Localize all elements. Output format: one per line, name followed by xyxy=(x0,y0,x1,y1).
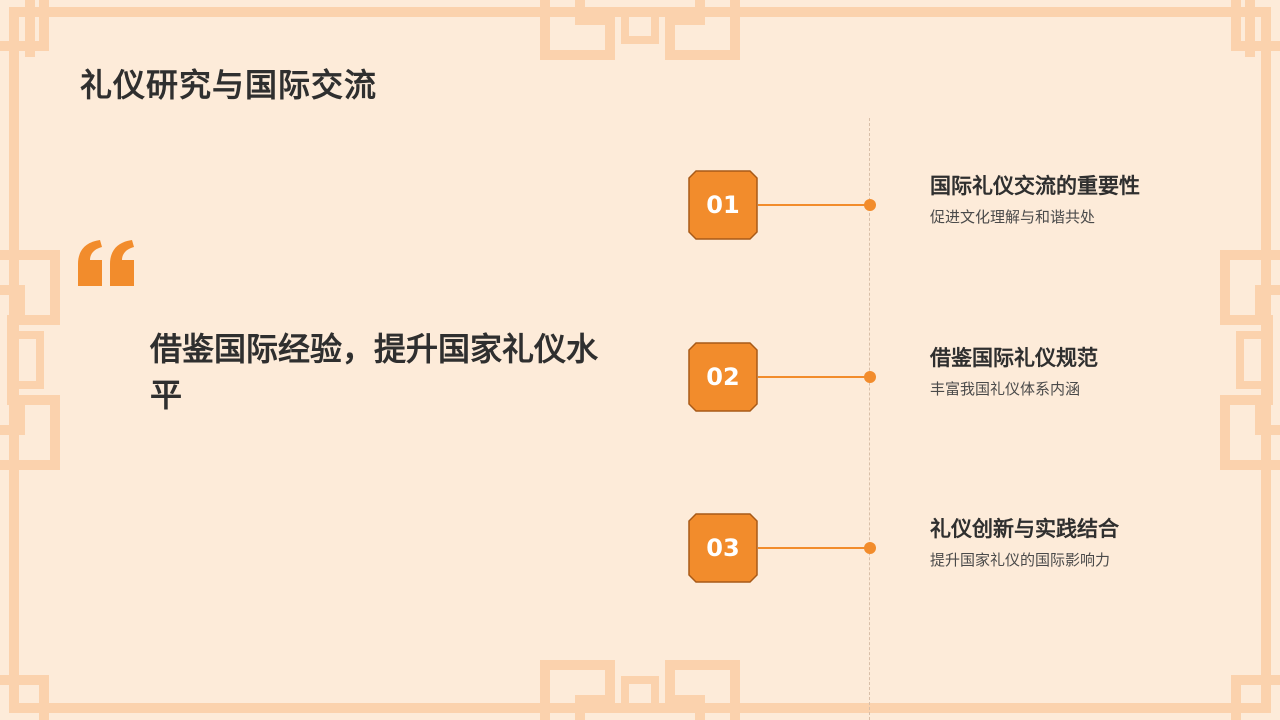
connector-line xyxy=(758,547,868,549)
quote-mark-icon xyxy=(78,240,134,286)
item-title: 国际礼仪交流的重要性 xyxy=(930,174,1140,198)
timeline-divider xyxy=(869,118,870,720)
number-badge: 01 xyxy=(688,170,758,240)
octagon-badge-icon xyxy=(688,513,758,583)
quote-text: 借鉴国际经验，提升国家礼仪水平 xyxy=(150,330,599,414)
timeline-dot-icon xyxy=(864,371,876,383)
item-description: 提升国家礼仪的国际影响力 xyxy=(930,551,1111,569)
item-description: 丰富我国礼仪体系内涵 xyxy=(930,380,1081,398)
item-title: 礼仪创新与实践结合 xyxy=(930,517,1119,541)
badge-number: 03 xyxy=(706,534,740,562)
octagon-badge-icon xyxy=(688,342,758,412)
number-badge: 02 xyxy=(688,342,758,412)
octagon-badge-icon xyxy=(688,170,758,240)
list-item: 03 礼仪创新与实践结合 提升国家礼仪的国际影响力 xyxy=(0,513,1280,593)
list-item: 01 国际礼仪交流的重要性 促进文化理解与和谐共处 xyxy=(0,170,1280,250)
list-item: 02 借鉴国际礼仪规范 丰富我国礼仪体系内涵 xyxy=(0,342,1280,422)
connector-line xyxy=(758,204,868,206)
timeline-dot-icon xyxy=(864,542,876,554)
timeline-dot-icon xyxy=(864,199,876,211)
connector-line xyxy=(758,376,868,378)
badge-number: 01 xyxy=(706,191,740,219)
slide-title: 礼仪研究与国际交流 xyxy=(80,66,378,104)
badge-number: 02 xyxy=(706,363,740,391)
number-badge: 03 xyxy=(688,513,758,583)
item-description: 促进文化理解与和谐共处 xyxy=(930,208,1096,226)
item-title: 借鉴国际礼仪规范 xyxy=(930,346,1098,370)
